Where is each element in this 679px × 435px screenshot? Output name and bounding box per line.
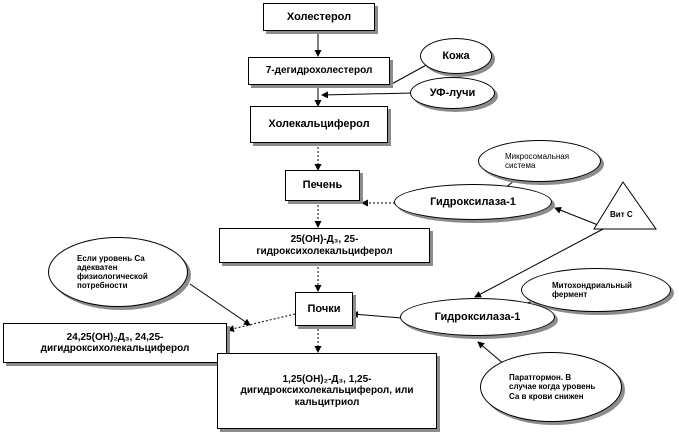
hydroxy-25-box: 25(OH)-Д₃, 25-гидроксихолекальциферол — [219, 228, 430, 263]
uv-rays-oval: УФ-лучи — [410, 77, 495, 109]
skin-oval: Кожа — [420, 38, 492, 74]
ca-adequate-oval: Если уровень Са адекватен физиологическо… — [48, 237, 188, 307]
cholecalciferol-box: Холекальциферол — [250, 106, 388, 143]
arrow-uv — [321, 91, 413, 99]
vit-c-label: Вит С — [610, 210, 633, 219]
cholesterol-box: Холестерол — [263, 3, 375, 31]
dehydrocholesterol-box: 7-дегидрохолестерол — [248, 57, 390, 85]
mitochondrial-enzyme-oval: Митохондриальный фермент — [521, 268, 671, 312]
dihydroxy-125-box: 1,25(OH)₂-Д₃, 1,25-дигидроксихолекальциф… — [217, 353, 437, 429]
hydroxylase-kidney-oval: Гидроксилаза-1 — [400, 298, 555, 336]
kidneys-box: Почки — [295, 292, 353, 326]
parathormone-oval: Паратгормон. В случае когда уровень Са в… — [480, 352, 622, 422]
arrow-kidneys-to-2425 — [227, 313, 296, 333]
dihydroxy-2425-box: 24,25(OH)₂Д₃, 24,25-дигидроксихолекальци… — [3, 323, 227, 363]
hydroxylase-liver-oval: Гидроксилаза-1 — [394, 184, 552, 220]
vit-c-triangle — [593, 181, 657, 230]
liver-box: Печень — [285, 170, 360, 201]
arrow-vitc-to-hydroxylase-liver — [554, 206, 599, 226]
arrow-ca-adequate — [189, 283, 251, 326]
microsomal-system-oval: Микросомальная система — [478, 140, 601, 182]
arrow-hydroxylase-to-kidneys — [351, 310, 403, 319]
